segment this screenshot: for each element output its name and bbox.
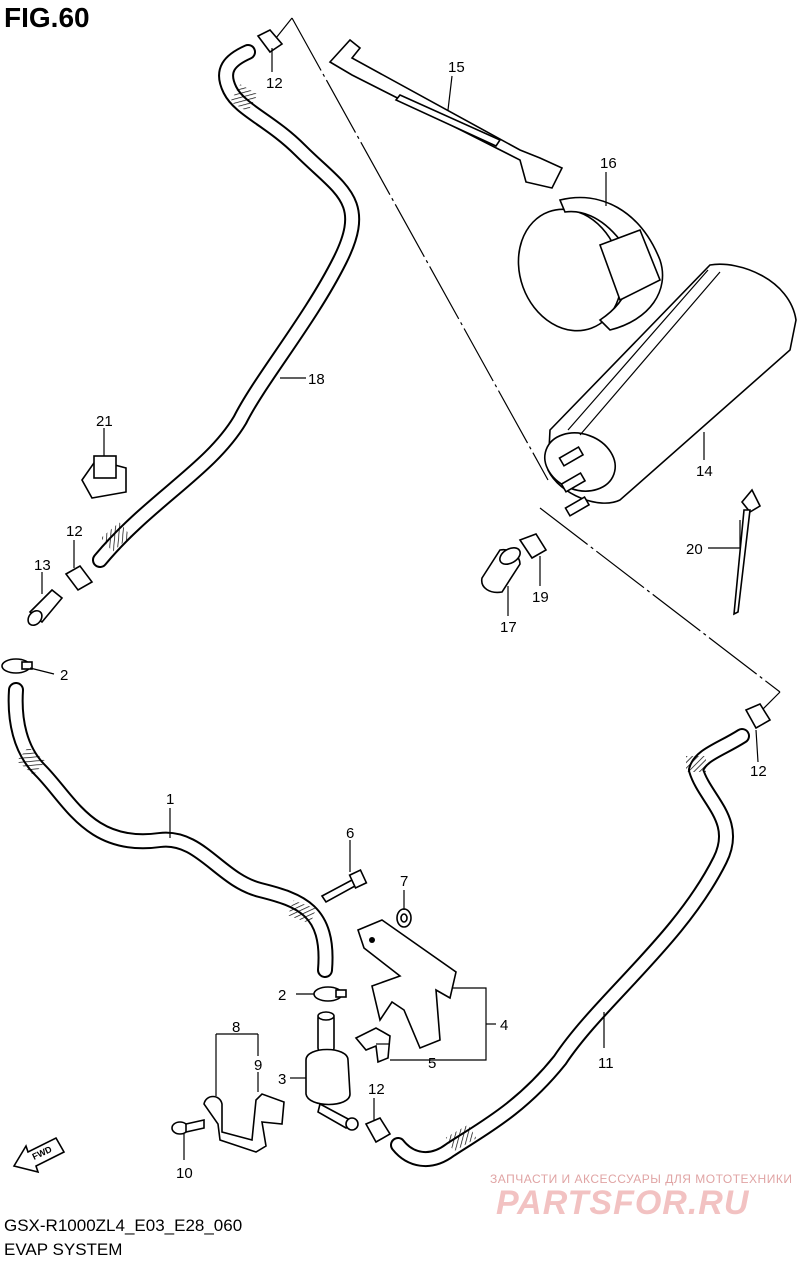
section-title: EVAP SYSTEM [4, 1240, 123, 1259]
clamp-12-left [64, 564, 94, 592]
hose-18 [92, 44, 361, 568]
fwd-arrow [12, 1136, 66, 1174]
figure-title: FIG.60 [4, 2, 90, 33]
model-code: GSX-R1000ZL4_E03_E28_060 [4, 1216, 243, 1235]
callout-7: 7 [400, 873, 408, 890]
holder-21 [81, 455, 127, 499]
clamp-12-right [744, 702, 772, 730]
clamp-19 [518, 533, 548, 560]
clamp-12-top [256, 29, 284, 54]
bracket-5 [354, 1027, 391, 1064]
watermark-logo: PARTSFOR.RU [496, 1184, 750, 1222]
callout-21: 21 [96, 413, 113, 430]
screw-10 [171, 1119, 205, 1135]
watermark-tagline: ЗАПЧАСТИ И АКСЕССУАРЫ ДЛЯ МОТОТЕХНИКИ [490, 1172, 793, 1186]
bracket-4 [357, 919, 457, 1050]
callout-6: 6 [346, 825, 354, 842]
callout-9: 9 [254, 1057, 262, 1074]
rivet-6 [320, 869, 368, 904]
callout-4: 4 [500, 1017, 508, 1034]
assembly-line-upper [267, 17, 549, 481]
hose-11 [390, 728, 750, 1168]
callout-18: 18 [308, 371, 325, 388]
hose-1 [7, 682, 334, 978]
valve-3 [305, 1011, 359, 1131]
leader-lines [29, 48, 759, 1160]
clamp-2-mid [313, 986, 347, 1002]
callout-16: 16 [600, 155, 617, 172]
cushion-16 [517, 196, 664, 332]
callout-2: 2 [278, 987, 286, 1004]
clamp-2-top [1, 658, 33, 674]
clamp-12-bottom [364, 1116, 392, 1144]
callout-15: 15 [448, 59, 465, 76]
joint-13 [27, 588, 64, 627]
canister-14 [544, 263, 797, 517]
callout-2: 2 [60, 667, 68, 684]
callout-1: 1 [166, 791, 174, 808]
callout-12: 12 [66, 523, 83, 540]
callout-12: 12 [266, 75, 283, 92]
hose-piece-17 [480, 547, 521, 594]
strap-15 [328, 38, 564, 189]
callout-19: 19 [532, 589, 549, 606]
callout-5: 5 [428, 1055, 436, 1072]
callout-3: 3 [278, 1071, 286, 1088]
callout-17: 17 [500, 619, 517, 636]
callout-12: 12 [368, 1081, 385, 1098]
callout-14: 14 [696, 463, 713, 480]
callout-13: 13 [34, 557, 51, 574]
washer-7 [396, 908, 412, 928]
clamp-bracket-8 [203, 1093, 285, 1153]
callout-20: 20 [686, 541, 703, 558]
callout-8: 8 [232, 1019, 240, 1036]
callout-11: 11 [598, 1055, 614, 1072]
callout-10: 10 [176, 1165, 193, 1182]
callout-12: 12 [750, 763, 767, 780]
tie-20 [733, 488, 762, 616]
